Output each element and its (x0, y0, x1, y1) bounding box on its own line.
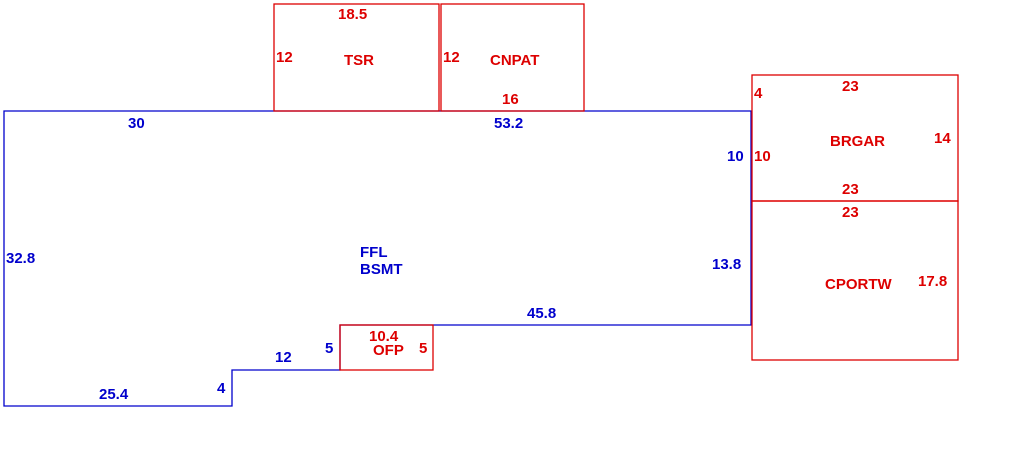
ofp-outline (339, 324, 434, 371)
tsr-name: TSR (344, 52, 374, 69)
dim-main-step-height: 4 (217, 380, 226, 397)
dim-brgar-left-top: 4 (754, 85, 763, 102)
dim-brgar-right: 14 (934, 130, 951, 147)
cnpat-name: CNPAT (490, 52, 539, 69)
dim-ofp-top: 10.4 (369, 328, 399, 345)
cportw-name: CPORTW (825, 276, 893, 293)
dim-tsr-top: 18.5 (338, 6, 367, 23)
dim-main-right-upper: 10 (727, 148, 744, 165)
tsr-outline (273, 3, 440, 112)
main-area-name-line1: FFL (360, 244, 388, 261)
dim-cnpat-bottom: 16 (502, 91, 519, 108)
dim-brgar-bottom: 23 (842, 181, 859, 198)
brgar-name: BRGAR (830, 133, 885, 150)
main-area-name-line2: BSMT (360, 261, 403, 278)
dim-main-top-right: 53.2 (494, 115, 523, 132)
dim-ofp-right: 5 (419, 340, 427, 357)
cportw-outline (751, 200, 959, 361)
ofp-name: OFP (373, 342, 404, 359)
dim-brgar-left: 10 (754, 148, 771, 165)
dim-tsr-left: 12 (276, 49, 293, 66)
dim-main-left: 32.8 (6, 250, 35, 267)
dim-main-notch-width: 12 (275, 349, 292, 366)
dim-cportw-top: 23 (842, 204, 859, 221)
dim-main-notch-height: 5 (325, 340, 333, 357)
dim-cnpat-left: 12 (443, 49, 460, 66)
dim-main-right-lower: 13.8 (712, 256, 741, 273)
dim-main-bottom-step-top: 45.8 (527, 305, 556, 322)
dim-cportw-right: 17.8 (918, 273, 947, 290)
dim-brgar-top: 23 (842, 78, 859, 95)
dim-main-bottom-left: 25.4 (99, 386, 129, 403)
cnpat-outline (440, 3, 585, 112)
dim-main-top-left: 30 (128, 115, 145, 132)
